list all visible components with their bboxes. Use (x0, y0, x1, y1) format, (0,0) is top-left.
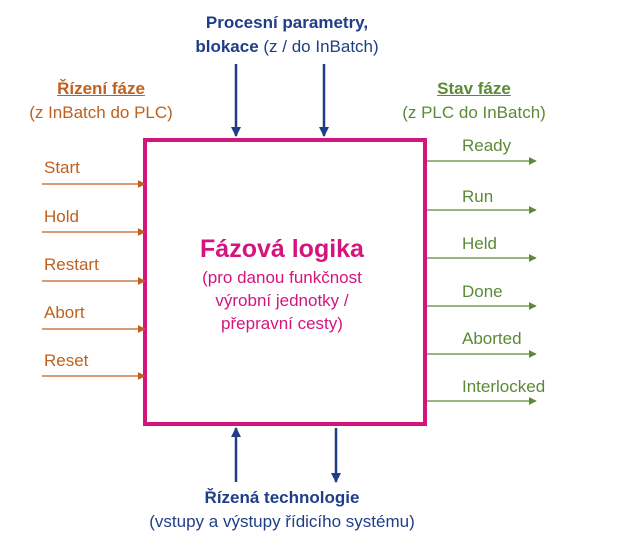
center-line-2: výrobní jednotky / (215, 291, 349, 310)
output-label-done: Done (462, 282, 503, 301)
input-label-start: Start (44, 158, 80, 177)
center-line-1: (pro danou funkčnost (202, 268, 362, 287)
center-title: Fázová logika (200, 235, 364, 263)
left-heading-title: Řízení fáze (57, 79, 145, 98)
output-label-ready: Ready (462, 136, 512, 155)
top-heading-line1: Procesní parametry, (205, 13, 369, 32)
left-heading: Řízení fáze (z InBatch do PLC) (29, 77, 173, 125)
input-label-hold: Hold (44, 207, 79, 226)
right-heading-title: Stav fáze (437, 79, 511, 98)
center-line-3: přepravní cesty) (221, 314, 343, 333)
top-heading-bold: blokace (195, 37, 259, 56)
output-label-aborted: Aborted (462, 329, 522, 348)
right-heading-subtitle: (z PLC do InBatch) (402, 103, 546, 122)
output-label-run: Run (462, 187, 494, 206)
top-heading: Procesní parametry, blokace (z / do InBa… (195, 11, 378, 59)
top-heading-rest: (z / do InBatch) (258, 37, 379, 56)
bottom-heading-title: Řízená technologie (204, 488, 360, 507)
right-heading: Stav fáze (z PLC do InBatch) (402, 77, 546, 125)
left-heading-subtitle: (z InBatch do PLC) (29, 103, 173, 122)
input-label-restart: Restart (44, 255, 99, 274)
bottom-heading-subtitle: (vstupy a výstupy řídicího systému) (149, 512, 415, 531)
input-label-abort: Abort (44, 303, 85, 322)
bottom-heading: Řízená technologie (vstupy a výstupy říd… (149, 486, 414, 534)
input-label-reset: Reset (44, 351, 89, 370)
center-description: (pro danou funkčnost výrobní jednotky / … (202, 266, 362, 335)
output-label-held: Held (462, 234, 497, 253)
output-label-interlocked: Interlocked (462, 377, 546, 396)
